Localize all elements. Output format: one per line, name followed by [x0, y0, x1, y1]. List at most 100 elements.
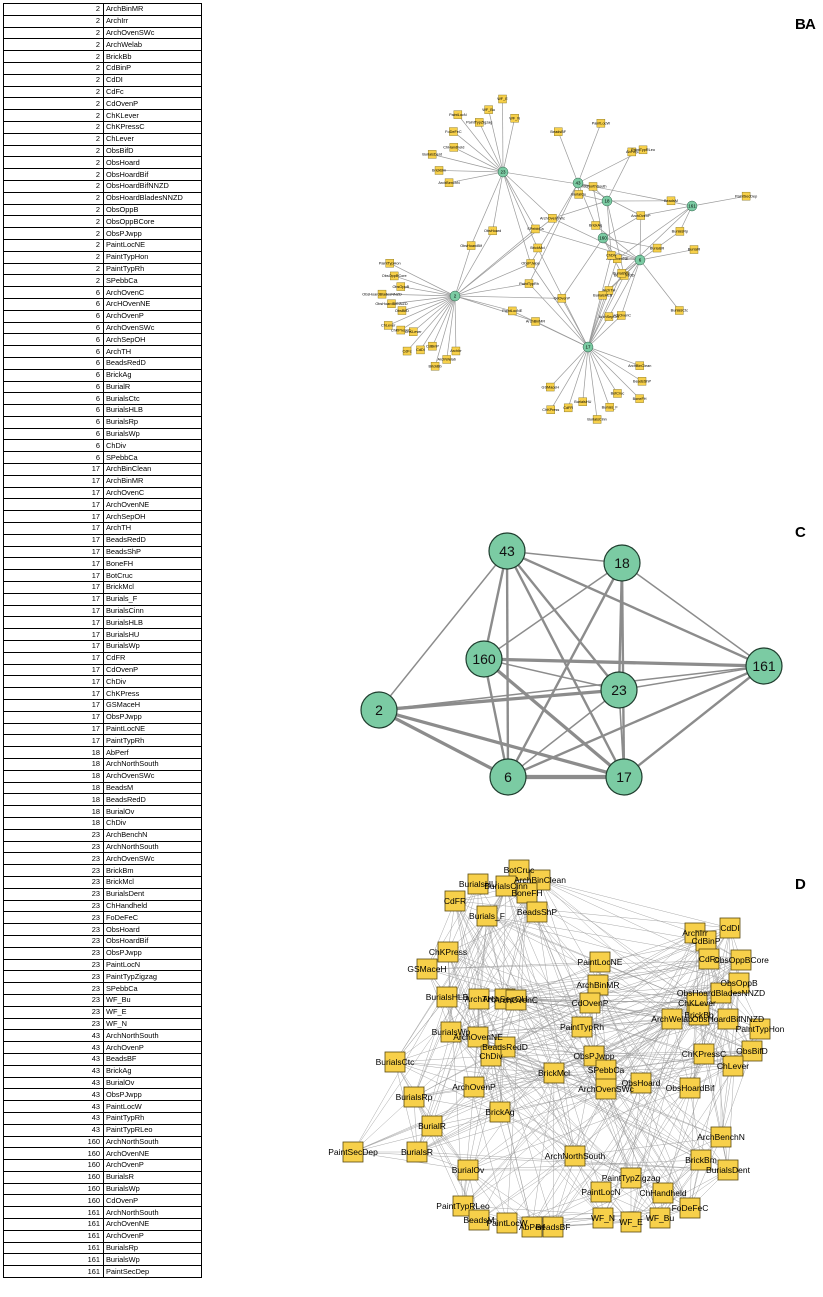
trait-node: [630, 1072, 652, 1094]
trait-node-label: BrickMcl: [530, 246, 544, 250]
trait-node: [416, 958, 438, 980]
cluster-node: [686, 200, 698, 212]
edge-6-BurialsCtc: [639, 259, 680, 311]
cluster-id: 43: [3, 1088, 104, 1102]
trait-name: BurialsR: [103, 1170, 202, 1184]
trait-node-label: ArchIrr: [682, 928, 708, 938]
cluster-node: [497, 166, 509, 178]
trait-node-label: BrickBm: [432, 169, 446, 173]
cluster-id: 161: [3, 1265, 104, 1279]
trait-node: [690, 1149, 712, 1171]
panel-label-d: D: [795, 876, 806, 893]
cluster-node-label: 23: [500, 170, 506, 175]
edge-23-ArchBenchN: [448, 171, 504, 184]
edge-17-BeadsShP: [587, 346, 643, 382]
trait-name: ArchTH: [103, 345, 202, 358]
trait-node-label: ArchOvenC: [494, 995, 538, 1005]
trait-node: [592, 1207, 614, 1229]
trait-node-label: BurialsCinn: [484, 881, 528, 891]
trait-name: ArchOvenNE: [103, 498, 202, 512]
cluster-id: 43: [3, 1123, 104, 1137]
cluster-id: 6: [3, 297, 104, 311]
cluster-edge: [621, 562, 765, 667]
trait-node-label: WF_Bu: [646, 1213, 675, 1223]
edge-23-WF_Bu: [488, 109, 504, 173]
trait-node-label: WF_E: [619, 1217, 643, 1227]
trait-node: [449, 143, 459, 152]
trait-node-label: ArchOvenP: [452, 1082, 496, 1092]
edge-17-CdFR: [567, 346, 589, 408]
cluster-node-label: 17: [585, 345, 591, 350]
trait-node-label: WF_E: [497, 97, 508, 101]
trait-node: [533, 243, 542, 253]
trait-node: [496, 1212, 518, 1234]
trait-node-label: ChDiv: [606, 254, 616, 258]
edge-18-BeadsRedD: [606, 200, 625, 276]
edge-17-ChDiv: [587, 255, 612, 348]
trait-node: [489, 1101, 511, 1123]
trait-name: CdOvenP: [103, 97, 202, 111]
cluster-edge: [620, 562, 626, 778]
cluster-edge: [482, 657, 626, 779]
trait-node: [342, 1141, 364, 1163]
trait-node-label: PaintTypRLeo: [631, 148, 655, 152]
trait-node: [604, 286, 614, 295]
trait-node: [617, 311, 626, 320]
edge-2-ObsHoardBladesNNZD: [382, 293, 456, 297]
trait-node: [590, 1181, 612, 1203]
trait-name: CdDI: [103, 73, 202, 87]
trait-node-label: ObsBifD: [736, 1046, 768, 1056]
cluster-id: 6: [3, 345, 104, 358]
trait-name: ArchOvenNE: [103, 1218, 202, 1231]
trait-name: BurialsWp: [103, 1253, 202, 1267]
trait-name: ArchOvenP: [103, 1229, 202, 1243]
trait-node-label: BotCruc: [504, 865, 535, 875]
trait-node-label: ArchBinClean: [514, 875, 566, 885]
edge-17-GSMaceH: [550, 346, 589, 388]
trait-node-label: CdOvenP: [554, 297, 571, 301]
trait-node-label: PaintTypRLeo: [436, 1201, 490, 1211]
cluster-id: 161: [3, 1241, 104, 1255]
edge-161-BurialsWp: [621, 205, 693, 274]
trait-node: [620, 1211, 642, 1233]
edge-17-BurialsWp: [587, 273, 622, 348]
trait-node-label: SPebbCa: [527, 227, 544, 231]
trait-node: [524, 279, 534, 288]
trait-node: [719, 917, 741, 939]
trait-node: [508, 306, 517, 316]
cluster-node-2: [360, 691, 398, 729]
trait-node: [688, 1004, 710, 1026]
trait-node: [403, 1086, 425, 1108]
cluster-id: 6: [3, 356, 104, 370]
trait-node-label: BurialsR: [650, 246, 665, 250]
trait-node: [526, 259, 535, 268]
trait-node: [675, 227, 685, 236]
edge-6-SPebbCa: [535, 228, 641, 261]
trait-node-label: BurialsDent: [706, 1165, 751, 1175]
trait-name: SPebbCa: [103, 451, 202, 465]
trait-node: [649, 1207, 671, 1229]
trait-node: [579, 992, 601, 1014]
trait-node-label: BotCruc: [611, 392, 625, 396]
trait-name: PaintTypRh: [103, 1111, 202, 1125]
edge-17-ArchBinClean: [587, 346, 640, 366]
trait-node: [416, 345, 425, 355]
edge-2-ArchBinMR: [454, 295, 536, 322]
trait-node-label: PaintLocW: [592, 121, 611, 125]
